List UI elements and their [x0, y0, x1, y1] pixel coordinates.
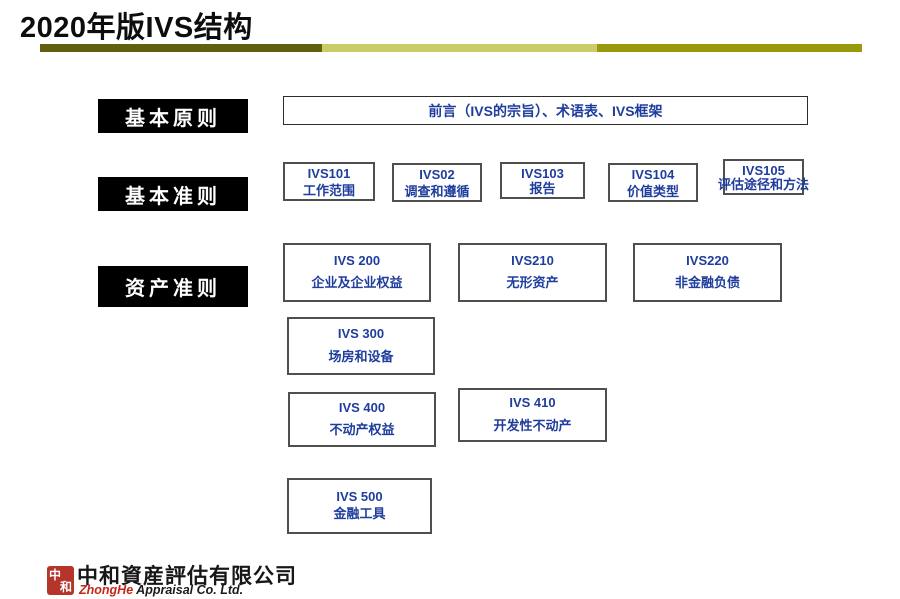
box-ivs02: IVS02 调查和遵循	[392, 163, 482, 202]
standard-code: IVS 410	[509, 395, 556, 411]
intro-box: 前言（IVS的宗旨）、术语表、IVS框架	[283, 96, 808, 125]
divider-segment-olive	[597, 44, 862, 52]
divider-segment-dark	[40, 44, 322, 52]
standard-name: 无形资产	[506, 275, 559, 291]
standard-name: 评估途径和方法	[717, 177, 809, 193]
category-label: 基本原则	[125, 107, 221, 130]
standard-name: 开发性不动产	[493, 417, 572, 433]
standard-name: 不动产权益	[329, 422, 395, 438]
company-seal-icon: 中 和	[47, 566, 74, 595]
standard-code: IVS103	[521, 166, 564, 181]
standard-code: IVS 200	[333, 252, 381, 268]
standard-name: 调查和遵循	[404, 184, 470, 200]
standard-code: IVS220	[686, 252, 729, 268]
slide-title: 2020年版IVS结构	[20, 12, 253, 44]
category-general-standards: 基本准则	[98, 177, 248, 211]
category-asset-standards: 资产准则	[98, 266, 248, 307]
standard-code: IVS 400	[338, 399, 386, 415]
company-name-en-accent: ZhongHe	[79, 583, 134, 597]
divider-segment-light	[322, 44, 597, 52]
category-label: 基本准则	[125, 185, 221, 208]
category-label: 资产准则	[125, 278, 221, 300]
box-ivs105: IVS105 评估途径和方法	[718, 159, 809, 195]
standard-code: IVS02	[419, 167, 455, 182]
box-ivs410: IVS 410 开发性不动产	[458, 388, 607, 442]
standard-code: IVS 500	[336, 489, 383, 505]
box-ivs500: IVS 500 金融工具	[287, 478, 432, 534]
company-name-en-rest: Appraisal Co. Ltd.	[133, 583, 244, 597]
company-name-en: ZhongHe Appraisal Co. Ltd.	[79, 583, 243, 597]
standard-name: 企业及企业权益	[311, 275, 403, 291]
standard-code: IVS105	[742, 163, 785, 178]
standard-name: 场房和设备	[328, 348, 394, 364]
standard-name: 价值类型	[626, 184, 679, 200]
company-name-cn: 中和資産評估有限公司	[77, 564, 297, 588]
standard-code: IVS 300	[337, 326, 385, 342]
box-ivs104: IVS104 价值类型	[608, 163, 698, 202]
intro-text: 前言（IVS的宗旨）、术语表、IVS框架	[428, 102, 663, 119]
seal-char-top: 中	[49, 568, 62, 582]
title-divider-bar	[40, 44, 862, 52]
standard-name: 工作范围	[302, 183, 355, 199]
standard-name: 报告	[529, 181, 556, 197]
standard-code: IVS210	[511, 252, 554, 268]
standard-name: 非金融负债	[674, 275, 740, 291]
box-ivs220: IVS220 非金融负债	[633, 243, 782, 302]
box-ivs210: IVS210 无形资产	[458, 243, 607, 302]
standard-name: 金融工具	[333, 505, 386, 521]
box-ivs101: IVS101 工作范围	[283, 162, 375, 201]
category-basic-principles: 基本原则	[98, 99, 248, 133]
box-ivs103: IVS103 报告	[500, 162, 585, 199]
seal-char-bottom: 和	[59, 580, 72, 594]
standard-code: IVS101	[307, 166, 351, 181]
standard-code: IVS104	[631, 167, 675, 182]
box-ivs400: IVS 400 不动产权益	[288, 392, 436, 447]
box-ivs300: IVS 300 场房和设备	[287, 317, 435, 375]
box-ivs200: IVS 200 企业及企业权益	[283, 243, 431, 302]
